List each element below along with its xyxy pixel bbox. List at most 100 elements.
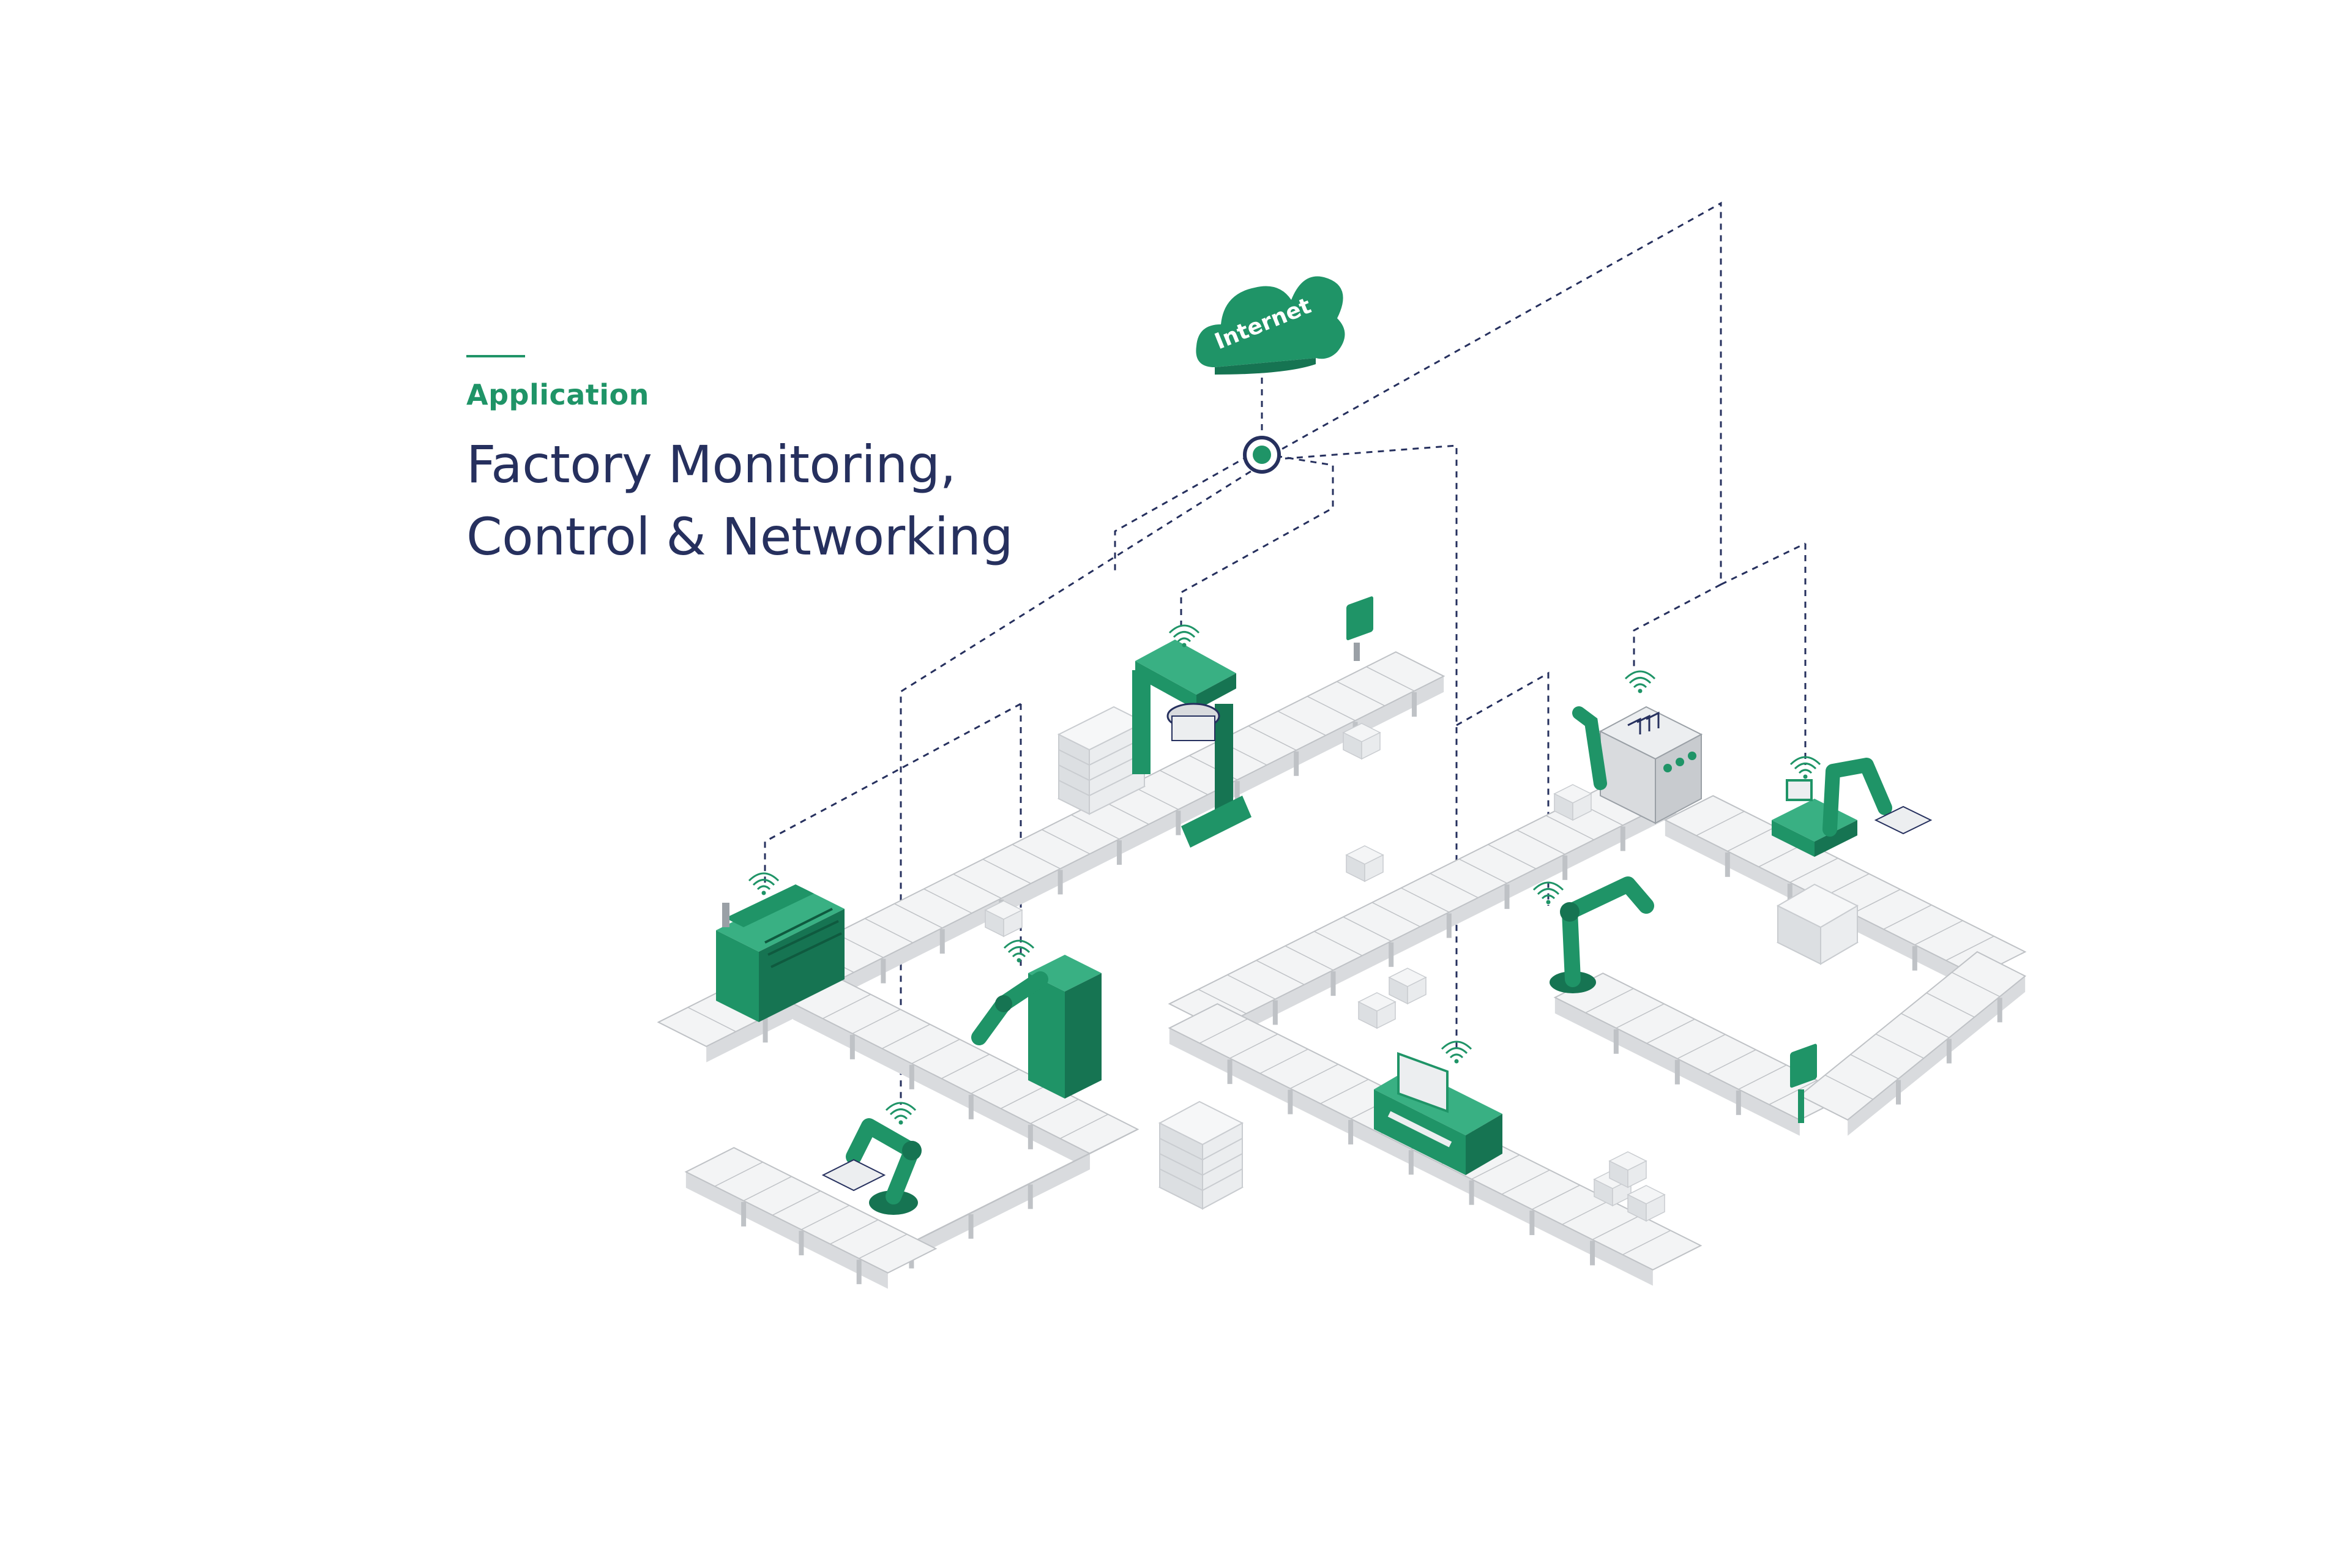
conveyor-roller bbox=[1366, 666, 1415, 692]
conveyor-leg bbox=[1272, 1000, 1278, 1025]
conveyor-roller bbox=[687, 1007, 736, 1032]
title-line-2: Control & Networking bbox=[466, 507, 1013, 567]
conveyor-leg bbox=[968, 1214, 974, 1239]
pallet-stack-left bbox=[1057, 706, 1146, 815]
conveyor-leg bbox=[1620, 826, 1625, 851]
conveyor-roller bbox=[1516, 829, 1565, 855]
enclosed-cell bbox=[1572, 670, 1703, 824]
conveyor-roller bbox=[894, 903, 943, 928]
conveyor-roller bbox=[1337, 681, 1386, 706]
conveyor-roller bbox=[1738, 1064, 1787, 1090]
conveyor-side bbox=[1848, 976, 2026, 1136]
conveyor-roller bbox=[1616, 1003, 1665, 1029]
conveyor-leg bbox=[1725, 852, 1730, 877]
conveyor-roller bbox=[882, 1024, 930, 1049]
cnc-machine bbox=[1374, 1040, 1502, 1175]
conveyor-roller bbox=[1030, 1099, 1079, 1124]
conveyor-roller bbox=[1696, 811, 1745, 836]
conveyor-roller bbox=[822, 994, 871, 1019]
conveyor-roller bbox=[1060, 1114, 1108, 1139]
conveyor-leg bbox=[1504, 884, 1510, 909]
conveyor-leg bbox=[1529, 1211, 1535, 1236]
conveyor-roller bbox=[1901, 1013, 1950, 1039]
conveyor-roller bbox=[714, 1162, 763, 1187]
conveyor-leg bbox=[1736, 1090, 1741, 1115]
conveyor-leg bbox=[849, 1034, 855, 1059]
conveyor-belts bbox=[657, 651, 2027, 1289]
display-terminal-top bbox=[1346, 596, 1373, 661]
conveyor-roller bbox=[859, 1233, 908, 1259]
conveyor-roller bbox=[911, 1218, 960, 1244]
conveyor-roller bbox=[971, 1069, 1020, 1094]
conveyor-leg bbox=[909, 1064, 914, 1089]
conveyor-leg bbox=[1562, 855, 1568, 880]
conveyor-leg bbox=[1389, 942, 1394, 967]
conveyor-roller bbox=[852, 1009, 901, 1034]
conveyor-roller bbox=[1622, 1230, 1671, 1255]
conveyor-roller bbox=[772, 1190, 821, 1216]
title-divider bbox=[466, 355, 525, 357]
conveyor-roller bbox=[1488, 844, 1537, 870]
conveyor-side bbox=[793, 1003, 1090, 1170]
pallet-stack-center bbox=[1158, 1100, 1244, 1210]
conveyor-roller bbox=[953, 873, 1002, 899]
conveyor-roller bbox=[830, 1219, 879, 1245]
conveyor-leg bbox=[763, 1018, 768, 1043]
conveyor-roller bbox=[1001, 1084, 1049, 1109]
pallet-stack-right bbox=[1776, 883, 1859, 965]
conveyor-side bbox=[685, 1171, 888, 1289]
conveyor-leg bbox=[1590, 1241, 1595, 1266]
conveyor-roller bbox=[1071, 814, 1120, 840]
conveyor-roller bbox=[1320, 1078, 1369, 1104]
robot-arm-center bbox=[971, 939, 1102, 1099]
conveyor-leg bbox=[799, 1231, 804, 1256]
conveyor-leg bbox=[1288, 1089, 1293, 1114]
page-title: Factory Monitoring, Control & Networking bbox=[466, 428, 1013, 573]
conveyor-leg bbox=[1234, 781, 1240, 806]
conveyor-leg bbox=[1411, 692, 1417, 717]
packaging-machine bbox=[716, 872, 845, 1022]
conveyor-roller bbox=[1430, 873, 1479, 898]
conveyor-roller bbox=[1945, 936, 1994, 961]
conveyor-roller bbox=[864, 918, 913, 944]
conveyor-roller bbox=[1532, 1184, 1580, 1210]
conveyor-roller bbox=[941, 1054, 990, 1079]
conveyor-roller bbox=[1875, 1033, 1924, 1059]
conveyor-leg bbox=[1787, 883, 1792, 908]
conveyor-leg bbox=[1912, 946, 1917, 971]
conveyor-roller bbox=[1285, 945, 1334, 971]
conveyor-roller bbox=[1883, 905, 1932, 930]
conveyor-roller bbox=[1707, 1049, 1756, 1075]
conveyor-leg bbox=[968, 1094, 974, 1119]
conveyor-roller bbox=[1592, 1215, 1641, 1241]
conveyor-leg bbox=[1028, 1124, 1033, 1149]
conveyor-roller bbox=[923, 888, 972, 914]
gantry-press bbox=[1132, 624, 1251, 848]
conveyor-roller bbox=[1677, 1034, 1726, 1059]
network-hub-node bbox=[1243, 436, 1281, 474]
conveyor-leg bbox=[741, 1201, 747, 1226]
conveyor-roller bbox=[1199, 1018, 1248, 1044]
conveyor-leg bbox=[881, 958, 886, 984]
conveyor-roller bbox=[1458, 858, 1507, 884]
conveyor-roller bbox=[801, 1204, 850, 1230]
conveyor-roller bbox=[1371, 902, 1420, 927]
conveyor-roller bbox=[1290, 1064, 1338, 1089]
title-block: Application Factory Monitoring, Control … bbox=[466, 355, 1013, 573]
conveyor-roller bbox=[1727, 826, 1776, 852]
robot-arm-right-lower bbox=[1532, 876, 1654, 993]
conveyor-roller bbox=[1852, 889, 1901, 914]
conveyor-leg bbox=[1896, 1080, 1901, 1105]
conveyor-leg bbox=[1058, 870, 1063, 895]
conveyor-roller bbox=[1401, 887, 1450, 913]
conveyor-roller bbox=[1562, 1200, 1611, 1225]
conveyor-leg bbox=[1469, 1180, 1474, 1205]
conveyor-roller bbox=[1307, 696, 1356, 722]
conveyor-roller bbox=[1198, 988, 1247, 1014]
conveyor-leg bbox=[1446, 913, 1452, 938]
conveyor-roller bbox=[1227, 974, 1276, 1000]
internet-cloud-icon: Internet bbox=[1196, 276, 1345, 375]
conveyor-leg bbox=[1408, 1150, 1414, 1175]
conveyor-side bbox=[1217, 810, 1652, 1044]
